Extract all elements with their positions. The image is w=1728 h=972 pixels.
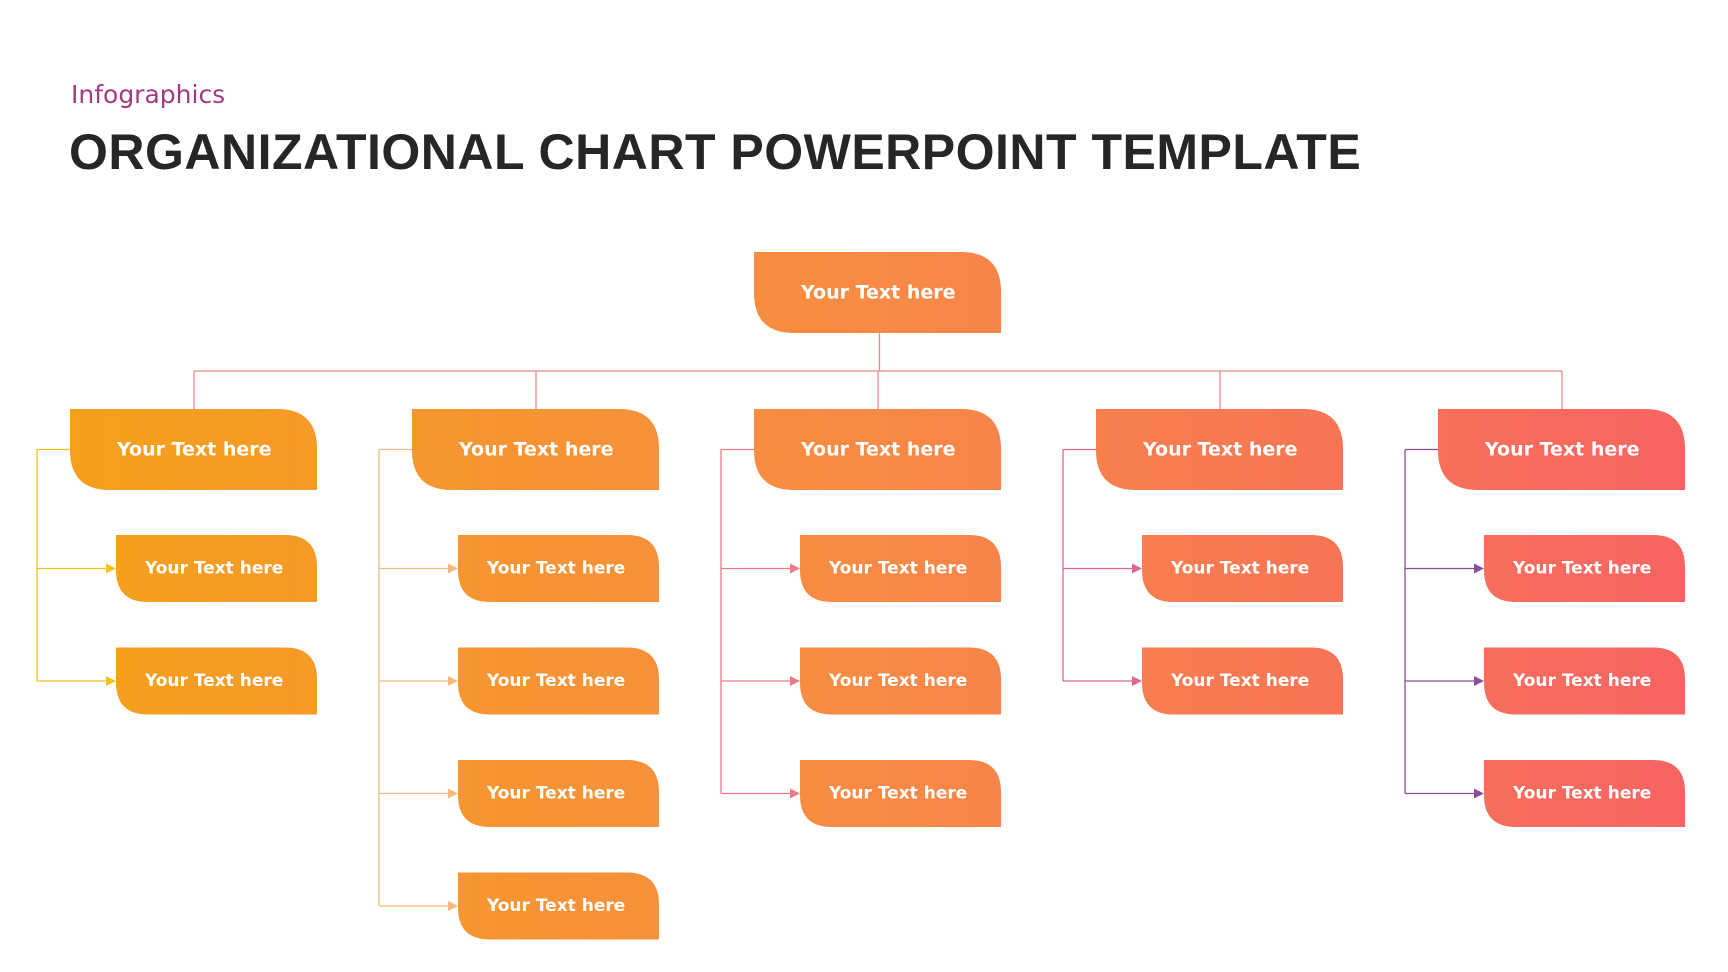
child-box-2-2-shape xyxy=(458,647,659,715)
arrow-head-2-4 xyxy=(448,901,458,911)
arrow-head-2-3 xyxy=(448,788,458,799)
arrow-head-2-1 xyxy=(448,563,458,574)
arrow-head-1-1 xyxy=(106,563,116,574)
child-box-4-1-label: Your Text here xyxy=(1170,559,1309,579)
child-box-2-4: Your Text here xyxy=(458,872,659,940)
department-box-1-shape xyxy=(70,409,317,490)
slide-subtitle: Infographics xyxy=(71,80,226,109)
child-box-5-2-shape xyxy=(1484,647,1685,715)
department-box-4: Your Text here xyxy=(1096,409,1343,490)
child-box-4-1-shape xyxy=(1142,535,1343,602)
arrow-head-5-1 xyxy=(1474,563,1484,574)
child-box-4-2-shape xyxy=(1142,647,1343,715)
child-box-3-3-label: Your Text here xyxy=(828,784,967,804)
department-box-3: Your Text here xyxy=(754,409,1001,490)
child-box-5-3-label: Your Text here xyxy=(1512,784,1651,804)
child-box-2-1-label: Your Text here xyxy=(486,559,625,579)
department-box-3-shape xyxy=(754,409,1001,490)
child-box-1-1-shape xyxy=(116,535,317,602)
department-box-5-shape xyxy=(1438,409,1685,490)
child-box-2-1-shape xyxy=(458,535,659,602)
child-box-2-3-label: Your Text here xyxy=(486,784,625,804)
department-box-3-label: Your Text here xyxy=(800,439,956,461)
child-box-3-2-label: Your Text here xyxy=(828,671,967,691)
child-box-2-3-shape xyxy=(458,760,659,827)
child-box-1-2: Your Text here xyxy=(116,647,317,715)
arrow-head-4-2 xyxy=(1132,676,1142,686)
arrow-head-3-3 xyxy=(790,788,800,799)
child-box-5-2-label: Your Text here xyxy=(1512,671,1651,691)
root-box-label: Your Text here xyxy=(800,282,956,304)
arrow-head-3-1 xyxy=(790,563,800,574)
department-box-2-shape xyxy=(412,409,659,490)
department-box-4-label: Your Text here xyxy=(1142,439,1298,461)
child-box-2-2: Your Text here xyxy=(458,647,659,715)
child-box-2-2-label: Your Text here xyxy=(486,671,625,691)
child-box-3-1-shape xyxy=(800,535,1001,602)
child-box-5-3-shape xyxy=(1484,760,1685,827)
department-box-5: Your Text here xyxy=(1438,409,1685,490)
arrow-head-4-1 xyxy=(1132,563,1142,574)
child-box-5-1-shape xyxy=(1484,535,1685,602)
child-box-2-4-shape xyxy=(458,872,659,940)
root-box: Your Text here xyxy=(754,252,1001,333)
child-box-1-2-label: Your Text here xyxy=(144,671,283,691)
root-box-shape xyxy=(754,252,1001,333)
child-box-1-1: Your Text here xyxy=(116,535,317,602)
child-box-2-3: Your Text here xyxy=(458,760,659,827)
child-box-4-2-label: Your Text here xyxy=(1170,671,1309,691)
child-box-5-3: Your Text here xyxy=(1484,760,1685,827)
child-box-3-2-shape xyxy=(800,647,1001,715)
slide-title: ORGANIZATIONAL CHART POWERPOINT TEMPLATE xyxy=(69,124,1362,180)
arrow-head-5-2 xyxy=(1474,676,1484,686)
child-box-5-2: Your Text here xyxy=(1484,647,1685,715)
department-box-1: Your Text here xyxy=(70,409,317,490)
connector-lines xyxy=(36,333,1563,911)
child-box-3-1-label: Your Text here xyxy=(828,559,967,579)
child-box-2-1: Your Text here xyxy=(458,535,659,602)
child-box-3-3: Your Text here xyxy=(800,760,1001,827)
child-box-3-3-shape xyxy=(800,760,1001,827)
department-box-5-label: Your Text here xyxy=(1484,439,1640,461)
department-box-2: Your Text here xyxy=(412,409,659,490)
child-box-4-1: Your Text here xyxy=(1142,535,1343,602)
child-box-1-2-shape xyxy=(116,647,317,715)
child-box-5-1: Your Text here xyxy=(1484,535,1685,602)
child-box-3-1: Your Text here xyxy=(800,535,1001,602)
child-box-2-4-label: Your Text here xyxy=(486,896,625,916)
child-box-3-2: Your Text here xyxy=(800,647,1001,715)
arrow-head-1-2 xyxy=(106,676,116,686)
child-box-1-1-label: Your Text here xyxy=(144,559,283,579)
child-box-4-2: Your Text here xyxy=(1142,647,1343,715)
department-box-1-label: Your Text here xyxy=(116,439,272,461)
arrow-head-5-3 xyxy=(1474,788,1484,799)
arrow-head-3-2 xyxy=(790,676,800,686)
department-box-2-label: Your Text here xyxy=(458,439,614,461)
department-box-4-shape xyxy=(1096,409,1343,490)
child-box-5-1-label: Your Text here xyxy=(1512,559,1651,579)
arrow-head-2-2 xyxy=(448,676,458,686)
